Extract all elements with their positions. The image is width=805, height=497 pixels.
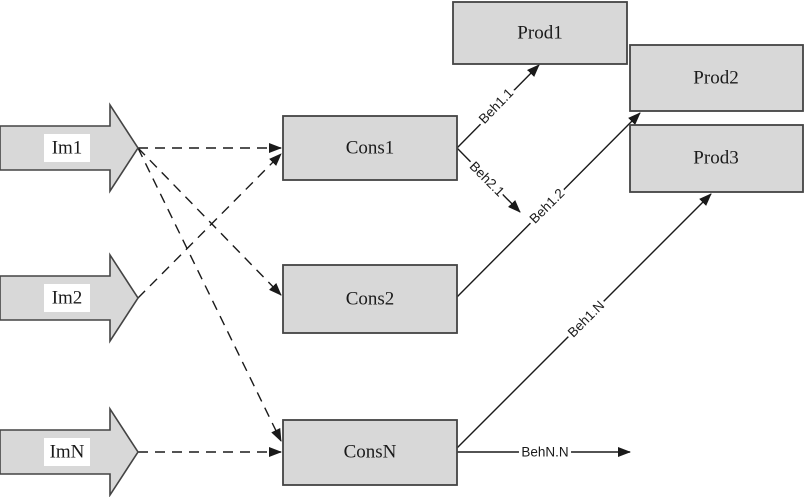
prod3-label: Prod3 — [693, 148, 738, 169]
edge-beh1-N — [456, 193, 712, 449]
node-consN: ConsN — [282, 419, 458, 486]
cons2-box — [282, 264, 458, 334]
im1-label-backplate — [44, 134, 90, 162]
image-source-imN: ImN — [0, 406, 139, 497]
dashed-arrow-im2-cons1 — [137, 153, 282, 299]
image-source-im2: Im2 — [0, 252, 139, 344]
dashed-arrow-im1-consN — [137, 147, 282, 442]
edge-label-beh1-1: Beh1.1 — [476, 85, 517, 126]
edge-label-beh1-2: Beh1.2 — [527, 186, 568, 227]
prod1-label: Prod1 — [517, 23, 562, 44]
consN-box — [282, 419, 458, 486]
consN-label: ConsN — [344, 442, 397, 463]
edge-label-behN-N: BehN.N — [521, 445, 568, 460]
edge-beh1-1 — [456, 64, 540, 149]
edge-beh1-2 — [456, 112, 641, 298]
dashed-edges — [137, 143, 282, 457]
edge-label-beh1-N: Beh1.N — [565, 298, 607, 340]
cons2-label: Cons2 — [346, 289, 395, 310]
node-cons1: Cons1 — [282, 115, 458, 181]
prod2-box — [629, 44, 804, 112]
cons1-label: Cons1 — [346, 138, 395, 159]
im1-label: Im1 — [52, 138, 83, 159]
prod3-box — [629, 124, 804, 193]
edge-label-beh2-1: Beh2.1 — [467, 159, 508, 200]
node-prod2: Prod2 — [629, 44, 804, 112]
im2-label-backplate — [44, 284, 90, 312]
node-prod3: Prod3 — [629, 124, 804, 193]
prod1-box — [452, 1, 628, 65]
node-cons2: Cons2 — [282, 264, 458, 334]
dashed-arrow-im1-cons2 — [137, 147, 282, 296]
imN-label-backplate — [44, 438, 90, 466]
edge-beh2-1 — [456, 147, 521, 213]
cons1-box — [282, 115, 458, 181]
image-source-im1: Im1 — [0, 102, 139, 194]
prod2-label: Prod2 — [693, 68, 738, 89]
node-prod1: Prod1 — [452, 1, 628, 65]
im2-label: Im2 — [52, 288, 83, 309]
imN-label: ImN — [50, 442, 85, 463]
